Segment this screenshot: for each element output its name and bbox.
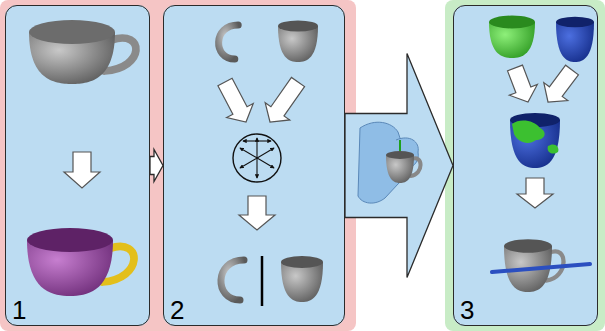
cup-body bbox=[281, 262, 323, 302]
symmetry-symbol bbox=[233, 134, 281, 182]
handle-part bbox=[221, 260, 244, 300]
flow-arrow bbox=[218, 78, 253, 122]
panel-box: 1 bbox=[5, 5, 150, 326]
block-arrow bbox=[150, 150, 163, 182]
panel-box: 3 bbox=[453, 5, 598, 326]
symmetry-axis bbox=[492, 264, 590, 272]
cup-rim bbox=[281, 256, 323, 268]
cup-rim bbox=[556, 17, 594, 28]
input-cup bbox=[29, 20, 136, 84]
flow-arrow bbox=[544, 65, 579, 102]
symbol-arrow bbox=[243, 140, 271, 141]
panel-number: 1 bbox=[12, 296, 26, 324]
cup-rim bbox=[278, 20, 318, 31]
flow-arrow bbox=[517, 178, 553, 208]
panel-fill bbox=[163, 5, 345, 326]
cup-body bbox=[556, 22, 594, 62]
green-patch bbox=[512, 121, 545, 143]
symbol-arrow bbox=[240, 148, 274, 168]
separator-line bbox=[261, 256, 264, 306]
cup-rim bbox=[386, 151, 414, 159]
flow-arrow bbox=[64, 152, 100, 188]
flow-arrow bbox=[508, 65, 538, 102]
cup-rim bbox=[29, 20, 115, 44]
cup-rim bbox=[504, 239, 552, 252]
panel-number: 3 bbox=[460, 296, 474, 324]
panel-number: 2 bbox=[170, 296, 184, 324]
symbol-circle bbox=[233, 134, 281, 182]
held-cup bbox=[386, 151, 421, 183]
pink-region bbox=[0, 0, 356, 331]
cup-rim bbox=[27, 228, 113, 252]
green-region bbox=[445, 0, 605, 331]
cup-part bbox=[278, 20, 318, 62]
panel-box: 2 bbox=[163, 5, 345, 326]
cup-part bbox=[281, 256, 323, 302]
segmented-cup bbox=[27, 228, 134, 296]
green-patch bbox=[548, 144, 559, 153]
hand-with-cup bbox=[358, 122, 418, 203]
cup-body bbox=[386, 155, 414, 183]
flow-arrow bbox=[239, 196, 275, 230]
green-cup bbox=[489, 16, 535, 58]
symbol-arrow bbox=[240, 148, 274, 168]
blue-cup bbox=[556, 17, 594, 62]
merged-cup bbox=[510, 113, 560, 168]
cup-body bbox=[510, 120, 560, 168]
cup-rim bbox=[489, 16, 535, 29]
panel-fill bbox=[5, 5, 150, 326]
panel-fill bbox=[453, 5, 598, 326]
block-arrow bbox=[345, 54, 453, 278]
flow-arrow bbox=[265, 77, 304, 122]
handle-part bbox=[219, 25, 239, 59]
